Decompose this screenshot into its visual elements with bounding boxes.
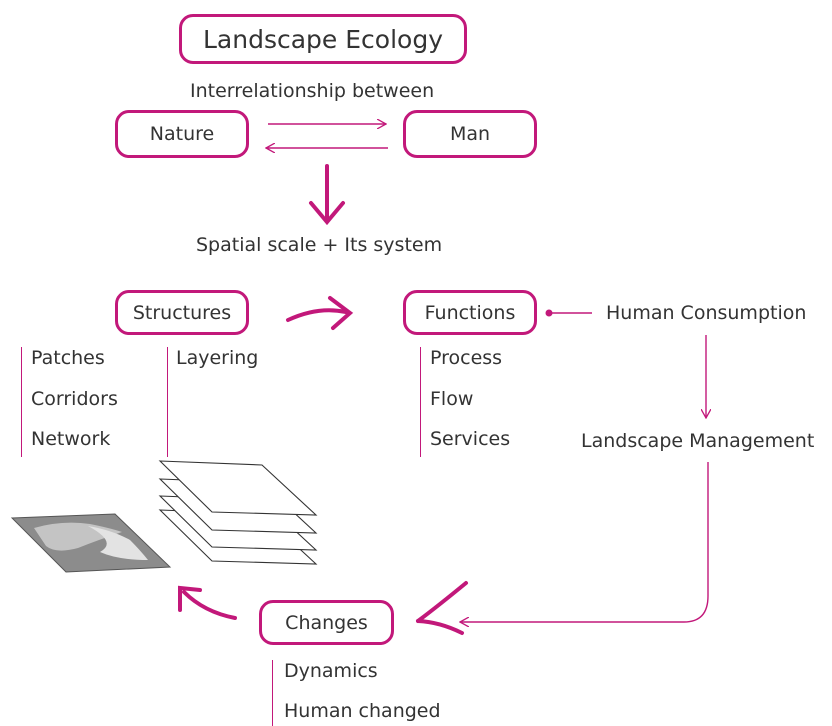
down-arrow xyxy=(309,164,345,226)
man-box: Man xyxy=(403,110,537,158)
patches-label: Patches xyxy=(31,347,105,369)
structures-box: Structures xyxy=(115,290,249,335)
landscape-management-label: Landscape Management xyxy=(581,430,815,452)
changes-items-line xyxy=(272,660,273,726)
human-changed-label: Human changed xyxy=(284,700,441,722)
changes-arrow xyxy=(416,581,468,635)
spatial-scale-label: Spatial scale + Its system xyxy=(196,234,443,256)
structures-items-line xyxy=(21,347,22,457)
title-box: Landscape Ecology xyxy=(179,14,467,64)
functions-box: Functions xyxy=(403,290,537,335)
human-consumption-connector xyxy=(545,309,592,317)
dynamics-label: Dynamics xyxy=(284,660,378,682)
layering-label: Layering xyxy=(176,347,259,369)
changes-box: Changes xyxy=(259,600,394,645)
layering-line xyxy=(167,347,168,457)
nature-box: Nature xyxy=(115,110,249,158)
human-consumption-label: Human Consumption xyxy=(606,302,807,324)
corridors-label: Corridors xyxy=(31,388,118,410)
layering-stack-icon xyxy=(158,460,318,565)
process-label: Process xyxy=(430,347,503,369)
changes-to-maps-arrow xyxy=(178,585,237,620)
patch-map-icon xyxy=(10,513,172,573)
functions-items-line xyxy=(420,347,421,457)
services-label: Services xyxy=(430,428,511,450)
flow-label: Flow xyxy=(430,388,474,410)
structures-to-functions-arrow xyxy=(286,296,354,330)
subtitle: Interrelationship between xyxy=(190,80,435,102)
management-to-changes-line xyxy=(460,462,709,622)
network-label: Network xyxy=(31,428,111,450)
